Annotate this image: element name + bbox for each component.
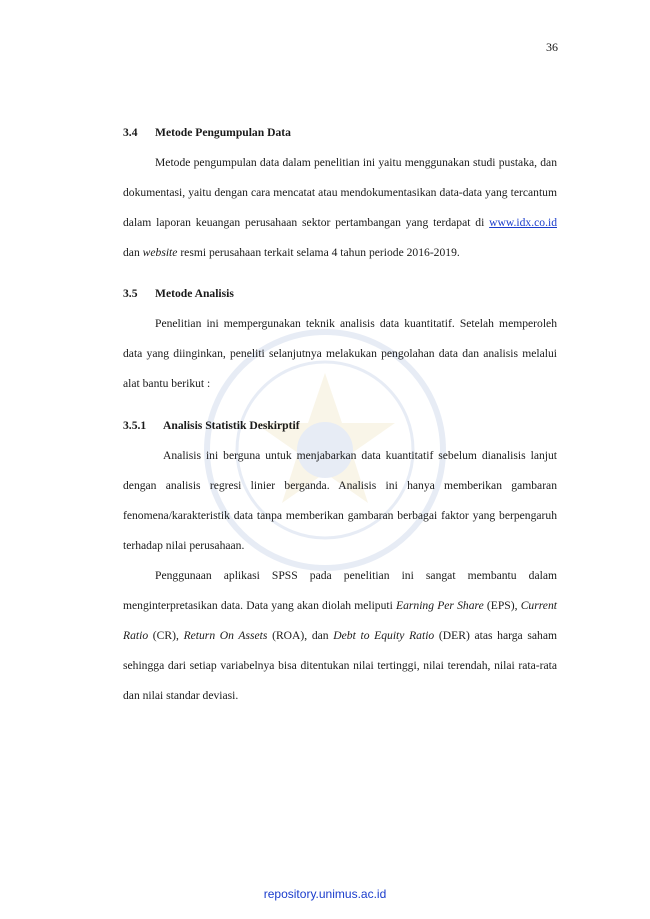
section-title: Metode Analisis [155, 287, 234, 300]
section-number: 3.5 [123, 287, 138, 300]
section-title: Analisis Statistik Deskirptif [163, 419, 300, 432]
page-content: 3.4 Metode Pengumpulan Data Metode pengum… [123, 118, 557, 711]
section-heading-3-4: 3.4 Metode Pengumpulan Data [123, 118, 557, 148]
section-number: 3.4 [123, 126, 138, 139]
repository-link[interactable]: repository.unimus.ac.id [263, 887, 387, 901]
section-title: Metode Pengumpulan Data [155, 126, 291, 139]
section-number: 3.5.1 [123, 419, 147, 432]
paragraph-metode-analisis: Penelitian ini mempergunakan teknik anal… [123, 317, 557, 390]
paragraph-pengumpulan-data: Metode pengumpulan data dalam penelitian… [123, 156, 557, 259]
section-heading-3-5-1: 3.5.1 Analisis Statistik Deskirptif [123, 411, 557, 441]
page-number: 36 [546, 40, 558, 54]
section-heading-3-5: 3.5 Metode Analisis [123, 279, 557, 309]
paragraph-statistik-deskriptif: Analisis ini berguna untuk menjabarkan d… [123, 449, 557, 552]
paragraph-spss: Penggunaan aplikasi SPSS pada penelitian… [123, 569, 557, 702]
idx-link[interactable]: www.idx.co.id [489, 216, 557, 229]
university-seal-icon [204, 329, 446, 571]
